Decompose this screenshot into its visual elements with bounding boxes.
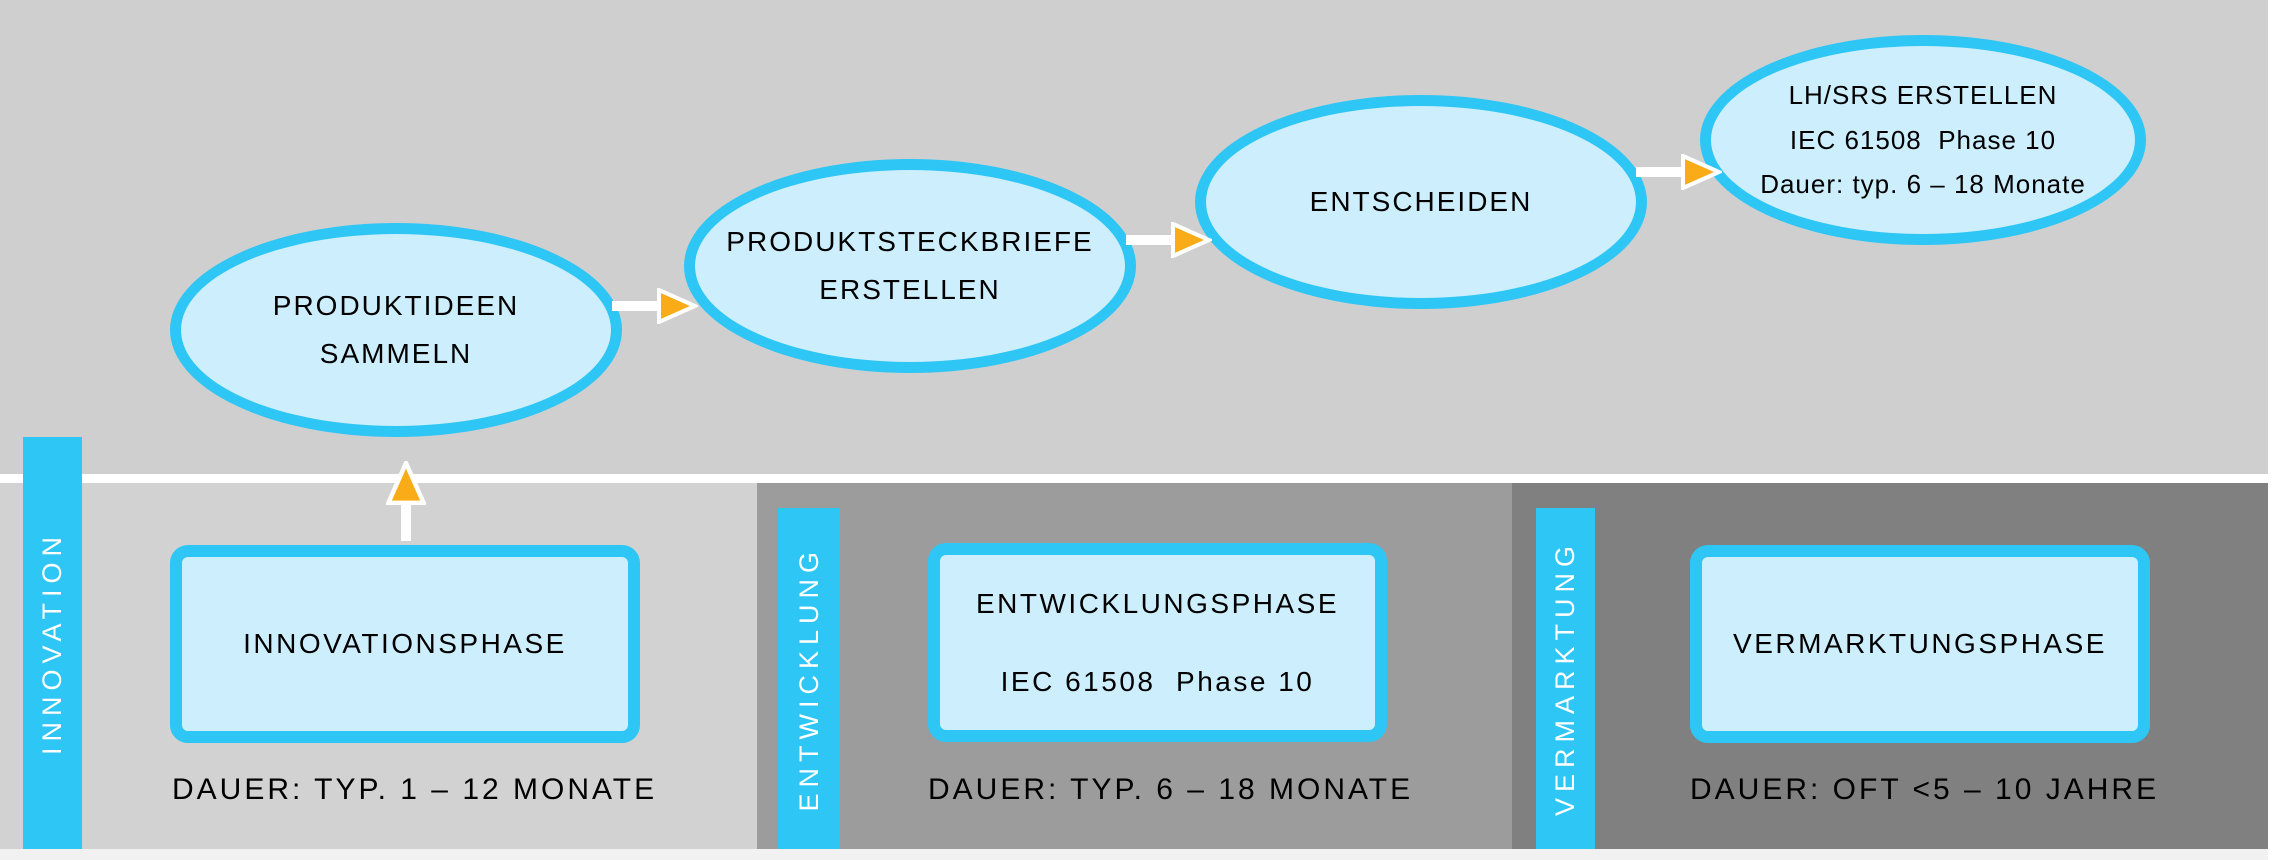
arrow-up-icon [386, 461, 426, 541]
innovation-label: INNOVATION [37, 530, 67, 755]
vermarktung-duration-label: DAUER: OFT <5 – 10 JAHRE [1690, 773, 2160, 806]
bottom-margin-strip [0, 849, 2268, 860]
step-label-line: LH/SRS ERSTELLEN [1788, 79, 2058, 110]
right-margin-strip [2268, 0, 2275, 860]
process-step-lh-srs-erstellen: LH/SRS ERSTELLEN IEC 61508 Phase 10 Daue… [1700, 35, 2146, 245]
innovation-duration-label: DAUER: TYP. 1 – 12 MONATE [172, 773, 658, 806]
phase-box-sublabel: IEC 61508 Phase 10 [1000, 665, 1315, 697]
entwicklungsphase-box: ENTWICKLUNGSPHASE IEC 61508 Phase 10 [928, 543, 1387, 742]
arrow-shaft [1126, 235, 1174, 245]
innovation-label-bar: INNOVATION [23, 437, 82, 849]
process-step-entscheiden: ENTSCHEIDEN [1195, 95, 1647, 309]
step-label-line: PRODUKTSTECKBRIEFE [726, 226, 1094, 258]
vermarktung-label: VERMARKTUNG [1550, 540, 1580, 817]
phase-box-label: ENTWICKLUNGSPHASE [976, 587, 1339, 619]
step-label-line: PRODUKTIDEEN [272, 290, 520, 322]
phase-box-label: VERMARKTUNGSPHASE [1733, 628, 2107, 659]
arrow-shaft [612, 301, 660, 311]
entwicklung-duration-label: DAUER: TYP. 6 – 18 MONATE [928, 773, 1414, 806]
step-label-line: ERSTELLEN [819, 274, 1001, 305]
entwicklung-label-bar: ENTWICKLUNG [778, 508, 840, 849]
arrow-right-icon [612, 288, 698, 324]
step-label-line: SAMMELN [319, 338, 473, 369]
arrow-right-icon [1126, 222, 1212, 258]
process-step-produktsteckbriefe-erstellen: PRODUKTSTECKBRIEFE ERSTELLEN [684, 159, 1136, 373]
arrow-shaft [1636, 167, 1684, 177]
arrow-shaft [401, 501, 411, 541]
arrow-right-icon [1636, 154, 1722, 190]
vermarktung-label-bar: VERMARKTUNG [1536, 508, 1595, 849]
process-step-produktideen-sammeln: PRODUKTIDEEN SAMMELN [170, 223, 622, 437]
phase-separator-line [0, 474, 2268, 483]
entwicklung-label: ENTWICKLUNG [793, 545, 824, 812]
innovationsphase-box: INNOVATIONSPHASE [170, 545, 640, 743]
phase-box-label: INNOVATIONSPHASE [243, 628, 567, 659]
vermarktungsphase-box: VERMARKTUNGSPHASE [1690, 545, 2150, 743]
step-label-line: ENTSCHEIDEN [1309, 186, 1533, 218]
step-label-line: IEC 61508 Phase 10 [1789, 124, 2057, 155]
step-label-line: Dauer: typ. 6 – 18 Monate [1760, 169, 2086, 200]
